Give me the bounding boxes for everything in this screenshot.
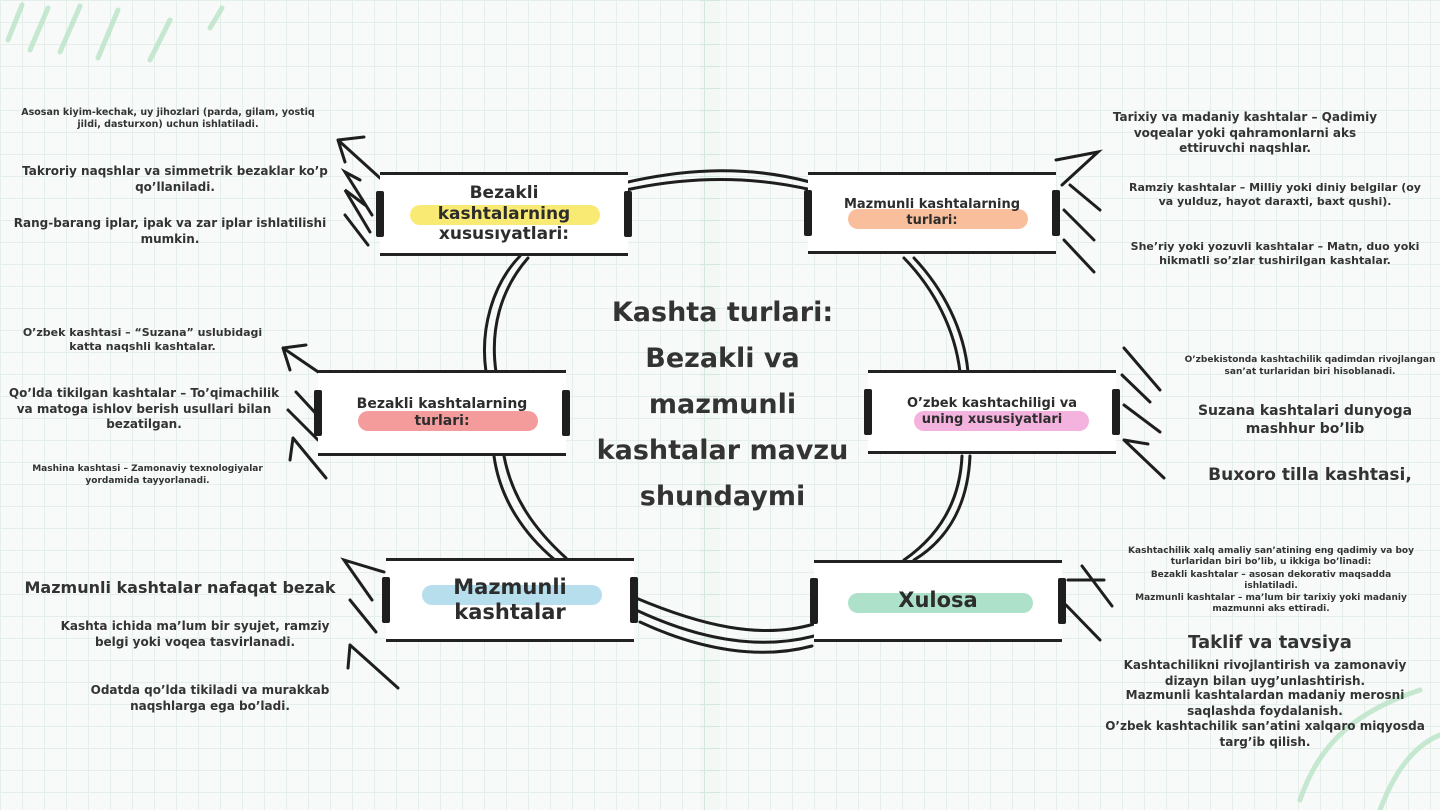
note-mt2: Ramziy kashtalar – Milliy yoki diniy bel… <box>1129 181 1421 209</box>
node-label: Bezakli kashtalarning xususıyatlari: <box>437 183 571 245</box>
highlight-blue <box>422 585 602 605</box>
highlight-yellow <box>410 205 600 225</box>
center-title: Kashta turlari: Bezakli va mazmunli kash… <box>590 290 855 520</box>
node-peg-right <box>624 191 632 237</box>
note-bt3: Mashina kashtasi – Zamonaviy texnologiya… <box>32 464 263 486</box>
note-bx2: Takroriy naqshlar va simmetrik bezaklar … <box>22 164 328 194</box>
center-title-line: mazmunli <box>648 389 797 420</box>
note-bt1: O’zbek kashtasi – “Suzana” uslubidagi ka… <box>22 326 263 354</box>
center-title-line: shundaymi <box>639 481 806 512</box>
node-label: O’zbek kashtachiligi va uning xususiyatl… <box>906 396 1078 427</box>
note-x1: Kashtachilik xalq amaliy san’atining eng… <box>1128 546 1414 568</box>
node-peg-right <box>1112 389 1120 435</box>
node-peg-left <box>382 577 390 623</box>
node-bezakli-xususiyatlari[interactable]: Bezakli kashtalarning xususıyatlari: <box>376 172 632 256</box>
note-ok3: Buxoro tilla kashtasi, <box>1208 465 1412 485</box>
note-mk2: Kashta ichida ma’lum bir syujet, ramziy … <box>60 619 330 649</box>
node-mazmunli-kashtalar[interactable]: Mazmunli kashtalar <box>382 558 638 642</box>
node-peg-left <box>314 390 322 436</box>
node-peg-left <box>376 191 384 237</box>
note-ok2: Suzana kashtalari dunyoga mashhur bo’lib <box>1197 403 1413 438</box>
note-bx1: Asosan kiyim-kechak, uy jihozlari (parda… <box>21 107 315 131</box>
node-mazmunli-turlari[interactable]: Mazmunli kashtalarning turlari: <box>804 172 1060 254</box>
center-title-line: Bezakli va <box>645 343 800 374</box>
note-x4: Kashtachilikni rivojlantirish va zamonav… <box>1123 658 1407 688</box>
note-bx3: Rang-barang iplar, ipak va zar iplar ish… <box>13 216 327 246</box>
node-xulosa[interactable]: Xulosa <box>810 560 1066 642</box>
center-title-line: Kashta turlari: <box>611 297 834 328</box>
note-bt2: Qo’lda tikilgan kashtalar – To’qimachili… <box>8 386 280 432</box>
node-peg-left <box>864 389 872 435</box>
note-ok1: O’zbekistonda kashtachilik qadimdan rivo… <box>1184 355 1436 377</box>
node-label: Xulosa <box>898 588 978 613</box>
node-label: Mazmunli kashtalar <box>453 574 567 624</box>
node-peg-right <box>1058 578 1066 624</box>
highlight-green <box>848 593 1033 613</box>
node-bezakli-turlari[interactable]: Bezakli kashtalarning turlari: <box>314 370 570 456</box>
node-ozbek-kashtachiligi[interactable]: O’zbek kashtachiligi va uning xususiyatl… <box>864 370 1120 454</box>
highlight-orange <box>848 209 1028 229</box>
node-label: Mazmunli kashtalarning turlari: <box>843 197 1021 228</box>
center-title-line: kashtalar mavzu <box>596 435 849 466</box>
note-mk1: Mazmunli kashtalar nafaqat bezak <box>24 578 336 597</box>
note-x2: Bezakli kashtalar – asosan dekorativ maq… <box>1150 570 1392 592</box>
note-mt1: Tarixiy va madaniy kashtalar – Qadimiy v… <box>1112 110 1378 156</box>
note-x6: O’zbek kashtachilik san’atini xalqaro mi… <box>1105 719 1425 749</box>
note-mt3: She’riy yoki yozuvli kashtalar – Matn, d… <box>1130 240 1420 268</box>
note-x5: Mazmunli kashtalardan madaniy merosni sa… <box>1125 688 1405 718</box>
node-label: Bezakli kashtalarning turlari: <box>356 396 528 429</box>
note-x3: Mazmunli kashtalar – ma’lum bir tarixiy … <box>1135 593 1407 615</box>
highlight-pink <box>914 411 1089 431</box>
node-peg-right <box>630 577 638 623</box>
node-peg-left <box>810 578 818 624</box>
node-peg-right <box>562 390 570 436</box>
node-peg-right <box>1052 190 1060 236</box>
note-x-heading: Taklif va tavsiya <box>1188 632 1352 653</box>
note-mk3: Odatda qo’lda tikiladi va murakkab naqsh… <box>90 683 330 713</box>
node-peg-left <box>804 190 812 236</box>
highlight-red <box>358 411 538 431</box>
